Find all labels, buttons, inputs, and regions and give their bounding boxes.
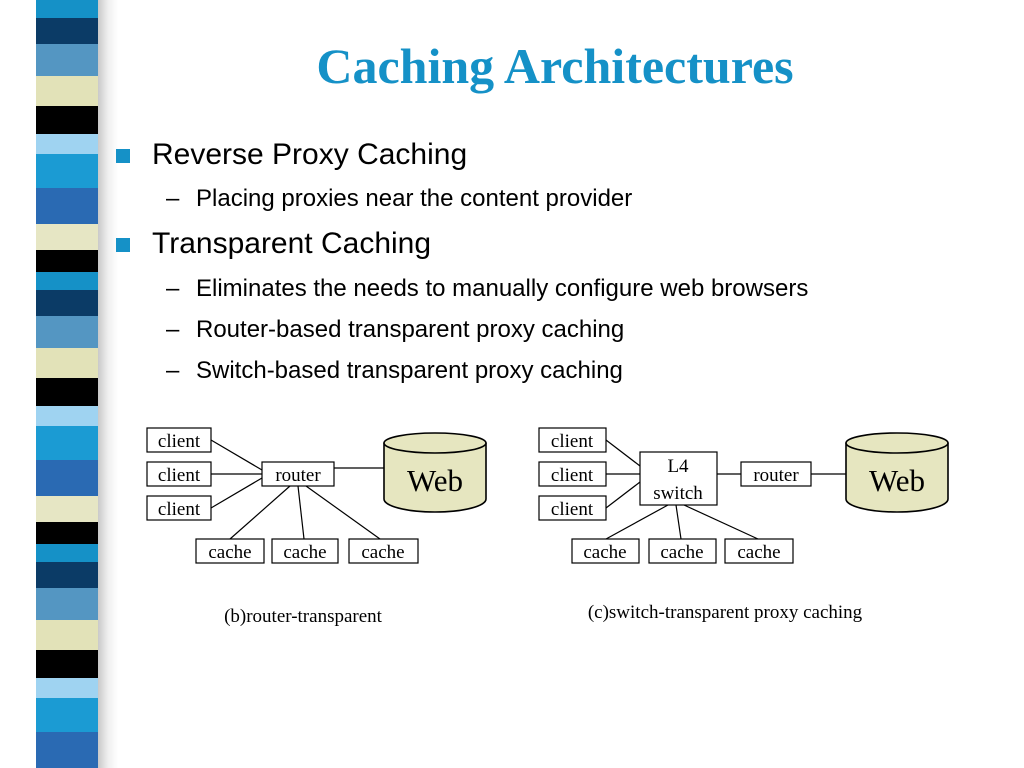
sub-bullet-router-based: – Router-based transparent proxy caching [166, 315, 625, 345]
stripe-segment [36, 378, 98, 406]
client-label: client [158, 499, 201, 520]
cache-node: cache [724, 538, 794, 564]
stripe-segment [36, 406, 98, 426]
switch-label-line2: switch [653, 483, 703, 504]
stripe-segment [36, 44, 98, 76]
router-label: router [753, 465, 799, 486]
web-server-cylinder: Web [845, 432, 949, 513]
dash-marker: – [166, 316, 180, 343]
stripe-segment [36, 544, 98, 562]
dash-marker: – [166, 185, 180, 212]
stripe-segment [36, 250, 98, 272]
stripe-segment [36, 18, 98, 44]
client-node: client [146, 461, 212, 487]
link-c-client1-switch [605, 439, 641, 467]
link-switch-cache3 [683, 504, 759, 540]
stripe-segment [36, 154, 98, 188]
web-label: Web [407, 463, 463, 498]
client-node: client [146, 427, 212, 453]
client-label: client [551, 465, 594, 486]
cache-label: cache [361, 542, 404, 563]
router-node: router [740, 461, 812, 487]
stripe-segment [36, 188, 98, 224]
link-switch-cache2 [675, 504, 682, 540]
client-node: client [538, 461, 607, 487]
stripe-segment [36, 650, 98, 678]
client-label: client [158, 431, 201, 452]
router-node: router [261, 461, 335, 487]
stripe-segment [36, 76, 98, 106]
cache-label: cache [583, 542, 626, 563]
cache-node: cache [348, 538, 419, 564]
square-bullet-icon [116, 238, 130, 252]
stripe-segment [36, 316, 98, 348]
client-node: client [538, 427, 607, 453]
link-c-client3-switch [605, 481, 641, 509]
switch-label-line1: L4 [667, 456, 689, 477]
stripe-segment [36, 272, 98, 290]
caption-switch-transparent: (c)switch-transparent proxy caching [588, 602, 863, 623]
stripe-segment [36, 588, 98, 620]
client-label: client [551, 431, 594, 452]
decorative-stripe [36, 0, 98, 768]
l4-switch-node: L4 switch [639, 451, 718, 506]
dash-marker: – [166, 275, 180, 302]
cache-node: cache [195, 538, 265, 564]
web-label: Web [869, 463, 925, 498]
sub-bullet-text: Placing proxies near the content provide… [196, 185, 633, 212]
client-label: client [551, 499, 594, 520]
bullet-text: Transparent Caching [152, 227, 432, 260]
stripe-segment [36, 134, 98, 154]
stripe-segment [36, 620, 98, 650]
stripe-segment [36, 522, 98, 544]
stripe-segment [36, 0, 98, 18]
sub-bullet-placing-proxies: – Placing proxies near the content provi… [166, 184, 633, 214]
link-client3-router [210, 477, 263, 509]
link-router-cache1 [229, 485, 291, 540]
link-router-cache3 [305, 485, 381, 540]
stripe-segment [36, 496, 98, 522]
link-router-cache2 [297, 485, 305, 540]
caption-router-transparent: (b)router-transparent [224, 606, 383, 627]
router-label: router [275, 465, 321, 486]
cache-label: cache [283, 542, 326, 563]
sub-bullet-text: Switch-based transparent proxy caching [196, 357, 623, 384]
stripe-segment [36, 106, 98, 134]
sub-bullet-switch-based: – Switch-based transparent proxy caching [166, 356, 623, 386]
diagram-c: client client client L4 switch router ca… [538, 427, 949, 623]
sub-bullet-eliminates: – Eliminates the needs to manually confi… [166, 274, 809, 304]
stripe-segment [36, 698, 98, 732]
stripe-segment [36, 678, 98, 698]
link-client1-router [210, 439, 263, 471]
stripe-segment [36, 290, 98, 316]
stripe-segment [36, 426, 98, 460]
web-server-cylinder: Web [383, 432, 487, 513]
sub-bullet-text: Router-based transparent proxy caching [196, 316, 625, 343]
cache-label: cache [660, 542, 703, 563]
cache-label: cache [737, 542, 780, 563]
cache-node: cache [271, 538, 339, 564]
slide-title: Caching Architectures [316, 38, 794, 94]
client-label: client [158, 465, 201, 486]
bullet-transparent-caching: Transparent Caching [116, 226, 432, 262]
client-node: client [538, 495, 607, 521]
link-switch-cache1 [605, 504, 669, 540]
client-node: client [146, 495, 212, 521]
cache-label: cache [208, 542, 251, 563]
bullet-reverse-proxy: Reverse Proxy Caching [116, 137, 468, 173]
cache-node: cache [571, 538, 640, 564]
diagram-b: client client client router cache cache … [146, 427, 487, 627]
dash-marker: – [166, 357, 180, 384]
stripe-segment [36, 460, 98, 496]
stripe-segment [36, 562, 98, 588]
stripe-segment [36, 348, 98, 378]
stripe-segment [36, 224, 98, 250]
cache-node: cache [648, 538, 717, 564]
sub-bullet-text: Eliminates the needs to manually configu… [196, 275, 809, 302]
stripe-segment [36, 732, 98, 768]
bullet-text: Reverse Proxy Caching [152, 138, 468, 171]
square-bullet-icon [116, 149, 130, 163]
